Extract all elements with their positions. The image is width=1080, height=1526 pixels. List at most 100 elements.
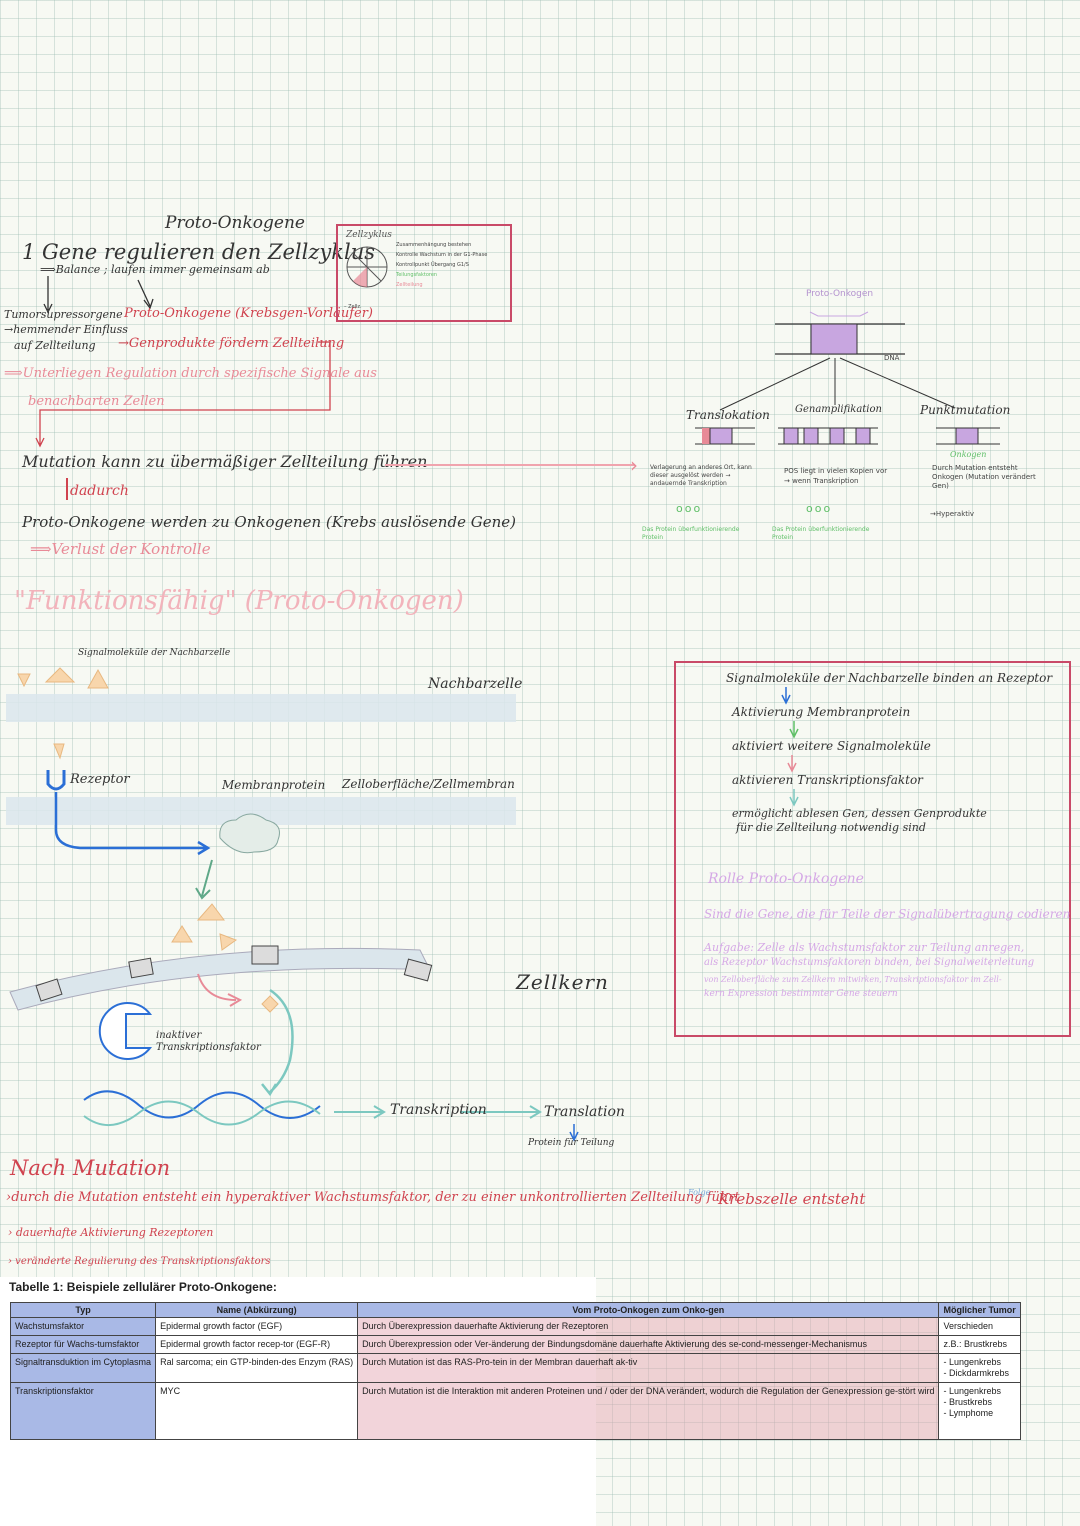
table-row: Wachstumsfaktor Epidermal growth factor … xyxy=(11,1318,1021,1336)
zellzyklus-line-5: Zellteilung xyxy=(396,282,423,288)
cell-cycle-icon xyxy=(344,244,390,290)
mutation-line-1: ›durch die Mutation entsteht ein hyperak… xyxy=(6,1190,740,1205)
cell-name: Ral sarcoma; ein GTP-binden-des Enzym (R… xyxy=(156,1354,358,1383)
page-title: Proto-Onkogene xyxy=(165,213,305,233)
aufgabe-2: als Rezeptor Wachstumsfaktoren binden, b… xyxy=(704,957,1034,968)
mutation-heading: Mutation kann zu übermäßiger Zellteilung… xyxy=(22,452,427,471)
zellzyklus-line-1: Zusammenhängung bestehen xyxy=(396,242,471,248)
rolle-text: Sind die Gene, die für Teile der Signalü… xyxy=(704,907,1070,921)
mutation-line-2: › dauerhafte Aktivierung Rezeptoren xyxy=(8,1226,213,1239)
dadurch-label: dadurch xyxy=(70,483,129,499)
punktmutation-foot: →Hyperaktiv xyxy=(930,510,974,518)
translation-label: Translation xyxy=(544,1104,625,1120)
step-6: für die Zellteilung notwendig sind xyxy=(736,821,926,834)
zellzyklus-legend: – Zellz. xyxy=(344,304,362,310)
zellkern-label: Zellkern xyxy=(516,970,609,994)
aufgabe-1: Aufgabe: Zelle als Wachstumsfaktor zur T… xyxy=(704,941,1024,954)
translokation-foot: Das Protein überfunktionierende Protein xyxy=(642,526,762,542)
genamplifikation-title: Genamplifikation xyxy=(795,404,882,415)
protein-dots-2: ooo xyxy=(806,502,832,515)
genamplifikation-foot: Das Protein überfunktionierende Protein xyxy=(772,526,892,542)
cell-tumor: - Lungenkrebs - Dickdarmkrebs xyxy=(939,1354,1020,1383)
transkription-label: Transkription xyxy=(390,1102,487,1118)
transkriptionsfaktor-label: Transkriptionsfaktor xyxy=(156,1042,261,1053)
table-row: Signaltransduktion im Cytoplasma Ral sar… xyxy=(11,1354,1021,1383)
dadurch-bar xyxy=(66,478,68,500)
aufgabe-3: von Zelloberfläche zum Zellkern mitwirke… xyxy=(704,975,1002,984)
proto-onkogen-diagram xyxy=(680,300,1040,450)
cell-typ: Rezeptor für Wachs-tumsfaktor xyxy=(11,1336,156,1354)
regulation-note-2: benachbarten Zellen xyxy=(28,394,165,409)
aufgabe-4: kern Expression bestimmter Gene steuern xyxy=(704,989,898,999)
membranprotein-label: Membranprotein xyxy=(222,778,325,792)
zellkern-diagram xyxy=(0,900,640,1160)
table-row: Transkriptionsfaktor MYC Durch Mutation … xyxy=(11,1383,1021,1440)
cell-mech: Durch Mutation ist das RAS-Pro-tein in d… xyxy=(358,1354,939,1383)
cell-typ: Wachstumsfaktor xyxy=(11,1318,156,1336)
zelloberflaeche-label: Zelloberfläche/Zellmembran xyxy=(342,777,515,791)
cell-name: MYC xyxy=(156,1383,358,1440)
cell-tumor: Verschieden xyxy=(939,1318,1020,1336)
zellzyklus-box: Zellzyklus Zusammenhängung bestehen Kont… xyxy=(336,224,512,322)
cell-tumor: - Lungenkrebs - Brustkrebs - Lymphome xyxy=(939,1383,1020,1440)
step-1: Signalmoleküle der Nachbarzelle binden a… xyxy=(726,671,1052,685)
zellzyklus-line-4: Teilungsfaktoren xyxy=(396,272,437,278)
step-5: ermöglicht ablesen Gen, dessen Genproduk… xyxy=(732,807,987,820)
mutation-arrow-line xyxy=(385,464,635,466)
translokation-text: Verlagerung an anderes Ort, kann dieser … xyxy=(650,464,760,488)
table-header-name: Name (Abkürzung) xyxy=(156,1303,358,1318)
folge-label: Folge xyxy=(688,1188,710,1197)
dna-label: DNA xyxy=(884,354,899,362)
step-4: aktivieren Transkriptionsfaktor xyxy=(732,773,923,787)
table-header-mechanism: Vom Proto-Onkogen zum Onko-gen xyxy=(358,1303,939,1318)
inaktiver-label: inaktiver xyxy=(156,1030,201,1041)
nachbarzelle-membrane xyxy=(6,694,516,722)
onkogen-sub-label: Onkogen xyxy=(950,450,986,459)
step-arrows xyxy=(776,685,806,815)
tumor-suppressor-desc: →hemmender Einfluss xyxy=(4,323,128,336)
cell-mech: Durch Überexpression dauerhafte Aktivier… xyxy=(358,1318,939,1336)
rolle-title: Rolle Proto-Onkogene xyxy=(708,871,864,887)
table-header-tumor: Möglicher Tumor xyxy=(939,1303,1020,1318)
receptor-pathway-arrows xyxy=(40,740,340,920)
nachbarzelle-label: Nachbarzelle xyxy=(428,676,522,692)
proto-onkogen-label: Proto-Onkogen xyxy=(806,289,873,299)
step-3: aktiviert weitere Signalmoleküle xyxy=(732,739,931,753)
mutation-arrow-head: › xyxy=(630,453,638,477)
genprodukte-note: →Genprodukte fördern Zellteilung xyxy=(118,336,344,351)
verlust-note: ⟹Verlust der Kontrolle xyxy=(30,540,211,558)
cell-mech: Durch Überexpression oder Ver-änderung d… xyxy=(358,1336,939,1354)
cell-typ: Transkriptionsfaktor xyxy=(11,1383,156,1440)
cell-name: Epidermal growth factor recep-tor (EGF-R… xyxy=(156,1336,358,1354)
cell-typ: Signaltransduktion im Cytoplasma xyxy=(11,1354,156,1383)
step-2: Aktivierung Membranprotein xyxy=(732,705,910,719)
heading-gene-regulation: 1 Gene regulieren den Zellzyklus xyxy=(22,240,375,264)
cell-tumor: z.B.: Brustkrebs xyxy=(939,1336,1020,1354)
zellzyklus-label: Zellzyklus xyxy=(346,230,392,240)
translokation-title: Translokation xyxy=(686,408,770,422)
proto-onkogene-table: Typ Name (Abkürzung) Vom Proto-Onkogen z… xyxy=(10,1302,1021,1440)
krebszelle-label: Krebszelle entsteht xyxy=(718,1190,865,1208)
tumor-suppressor-label: Tumorsupressorgene xyxy=(4,308,123,321)
regulation-note: ⟹Unterliegen Regulation durch spezifisch… xyxy=(4,366,377,381)
table-header-typ: Typ xyxy=(11,1303,156,1318)
cell-name: Epidermal growth factor (EGF) xyxy=(156,1318,358,1336)
zellzyklus-line-3: Kontrollpunkt Übergang G1/S xyxy=(396,262,469,268)
mutation-line-3: › veränderte Regulierung des Transkripti… xyxy=(8,1256,271,1267)
table-row: Rezeptor für Wachs-tumsfaktor Epidermal … xyxy=(11,1336,1021,1354)
nach-mutation-title: Nach Mutation xyxy=(10,1156,170,1180)
punktmutation-title: Punktmutation xyxy=(920,403,1010,417)
tumor-suppressor-desc2: auf Zellteilung xyxy=(14,339,96,352)
signalmolekuele-label: Signalmoleküle der Nachbarzelle xyxy=(78,648,230,658)
protein-dots-1: ooo xyxy=(676,502,702,515)
cell-mech: Durch Mutation ist die Interaktion mit a… xyxy=(358,1383,939,1440)
protein-label: Protein für Teilung xyxy=(528,1138,614,1148)
onkogene-note: Proto-Onkogene werden zu Onkogenen (Kreb… xyxy=(22,513,516,531)
genamplifikation-text: POS liegt in vielen Kopien vor → wenn Tr… xyxy=(784,466,894,486)
table-caption: Tabelle 1: Beispiele zellulärer Proto-On… xyxy=(9,1280,277,1294)
funktionsfaehig-title: "Funktionsfähig" (Proto-Onkogen) xyxy=(14,586,464,616)
signal-steps-box: Signalmoleküle der Nachbarzelle binden a… xyxy=(674,661,1071,1037)
zellzyklus-line-2: Kontrolle Wachstum in der G1-Phase xyxy=(396,252,487,258)
punktmutation-text: Durch Mutation entsteht Onkogen (Mutatio… xyxy=(932,464,1042,491)
rezeptor-label: Rezeptor xyxy=(70,772,130,787)
